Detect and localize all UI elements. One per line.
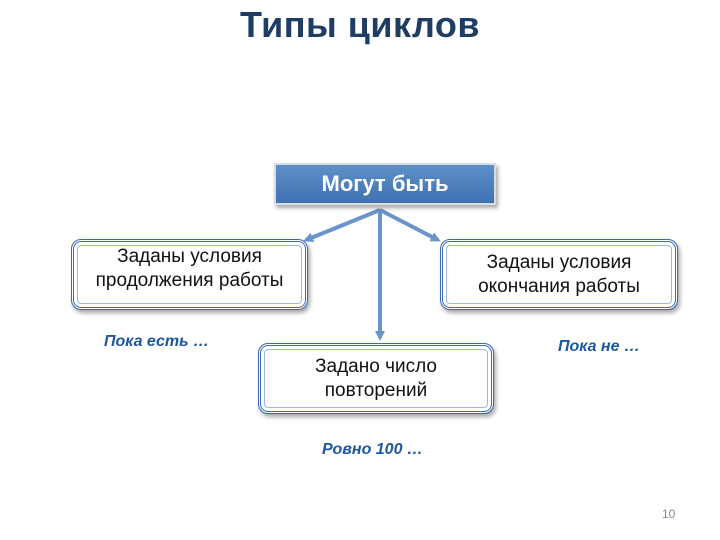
hint-exactly-100: Ровно 100 …	[322, 441, 423, 458]
node-end-condition-label: Заданы условия окончания работы	[478, 251, 640, 297]
arrow-to-left-node	[303, 208, 381, 243]
node-end-condition: Заданы условия окончания работы	[440, 239, 678, 310]
top-box-may-be: Могут быть	[274, 163, 496, 205]
hint-until-not: Пока не …	[558, 338, 640, 355]
node-continue-condition-label: Заданы условия продолжения работы	[95, 245, 284, 291]
arrow-to-right-node	[379, 208, 441, 242]
node-continue-condition: Заданы условия продолжения работы	[71, 239, 308, 310]
hint-while-exists: Пока есть …	[104, 333, 210, 350]
slide-title: Типы циклов	[240, 4, 480, 45]
page-number: 10	[662, 507, 676, 521]
node-repeat-count: Задано число повторений	[258, 343, 494, 414]
node-repeat-count-label: Задано число повторений	[315, 355, 437, 401]
